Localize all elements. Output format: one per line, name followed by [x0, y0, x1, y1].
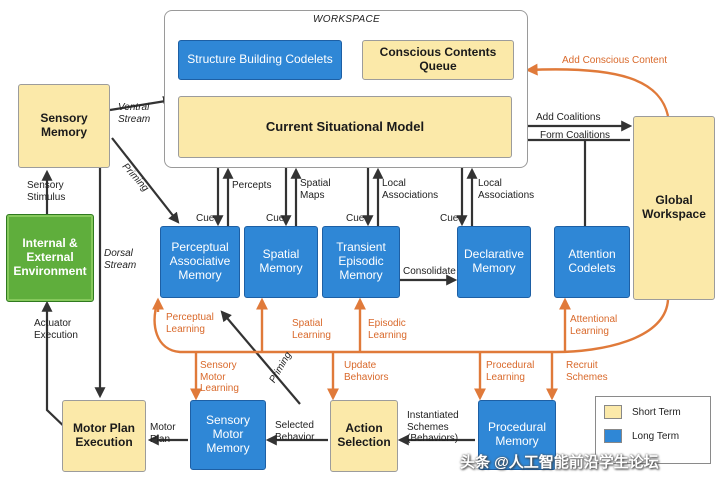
cue-label-3: Cue	[346, 213, 365, 224]
recruit-schemes-label: Recruit Schemes	[566, 360, 608, 383]
declarative-memory: Declarative Memory	[457, 226, 531, 298]
sensory-stimulus-label: Sensory Stimulus	[27, 180, 66, 203]
selected-behavior-label: Selected Behavior	[275, 420, 315, 443]
legend: Short Term Long Term	[595, 396, 711, 464]
long-term-legend-label: Long Term	[632, 431, 680, 442]
cue-label-1: Cue	[196, 213, 215, 224]
workspace-title: WORKSPACE	[313, 14, 380, 25]
sensory-memory: Sensory Memory	[18, 84, 110, 168]
dorsal-stream-label: Dorsal Stream	[104, 248, 137, 271]
update-behaviors-label: Update Behaviors	[344, 360, 389, 383]
perceptual-associative-memory: Perceptual Associative Memory	[160, 226, 240, 298]
episodic-learning-label: Episodic Learning	[368, 318, 407, 341]
form-coalitions-label: Form Coalitions	[540, 130, 611, 141]
global-workspace: Global Workspace	[633, 116, 715, 300]
conscious-contents-queue: Conscious Contents Queue	[362, 40, 514, 80]
cue-label-4: Cue	[440, 213, 459, 224]
local-associations-label-2: Local Associations	[478, 178, 535, 201]
add-conscious-content-label: Add Conscious Content	[562, 55, 668, 66]
sensory-motor-memory: Sensory Motor Memory	[190, 400, 266, 470]
spatial-maps-label: Spatial Maps	[300, 178, 331, 201]
ventral-stream-label: Ventral Stream	[118, 102, 151, 125]
consolidate-label: Consolidate	[403, 266, 456, 277]
spatial-memory: Spatial Memory	[244, 226, 318, 298]
local-associations-label-1: Local Associations	[382, 178, 439, 201]
attentional-learning-label: Attentional Learning	[570, 314, 618, 337]
internal-external-environment: Internal & External Environment	[6, 214, 94, 302]
perceptual-learning-label: Perceptual Learning	[166, 312, 214, 335]
procedural-learning-label: Procedural Learning	[486, 360, 535, 383]
short-term-legend-label: Short Term	[632, 407, 681, 418]
actuator-execution-label: Actuator Execution	[34, 318, 78, 341]
short-term-swatch	[604, 405, 622, 419]
instantiated-schemes-label: Instantiated Schemes (Behaviors)	[407, 410, 459, 444]
action-selection: Action Selection	[330, 400, 398, 472]
structure-building-codelets: Structure Building Codelets	[178, 40, 342, 80]
sensory-motor-learning-label: Sensory Motor Learning	[200, 360, 239, 394]
transient-episodic-memory: Transient Episodic Memory	[322, 226, 400, 298]
procedural-memory: Procedural Memory	[478, 400, 556, 470]
motor-plan-execution: Motor Plan Execution	[62, 400, 146, 472]
long-term-swatch	[604, 429, 622, 443]
current-situational-model: Current Situational Model	[178, 96, 512, 158]
add-coalitions-label: Add Coalitions	[536, 112, 601, 123]
watermark: 头条 @人工智能前沿学生论坛	[460, 454, 659, 471]
cue-label-2: Cue	[266, 213, 285, 224]
percepts-label: Percepts	[232, 180, 272, 191]
motor-plan-label: Motor Plan	[150, 422, 176, 445]
spatial-learning-label: Spatial Learning	[292, 318, 331, 341]
attention-codelets: Attention Codelets	[554, 226, 630, 298]
